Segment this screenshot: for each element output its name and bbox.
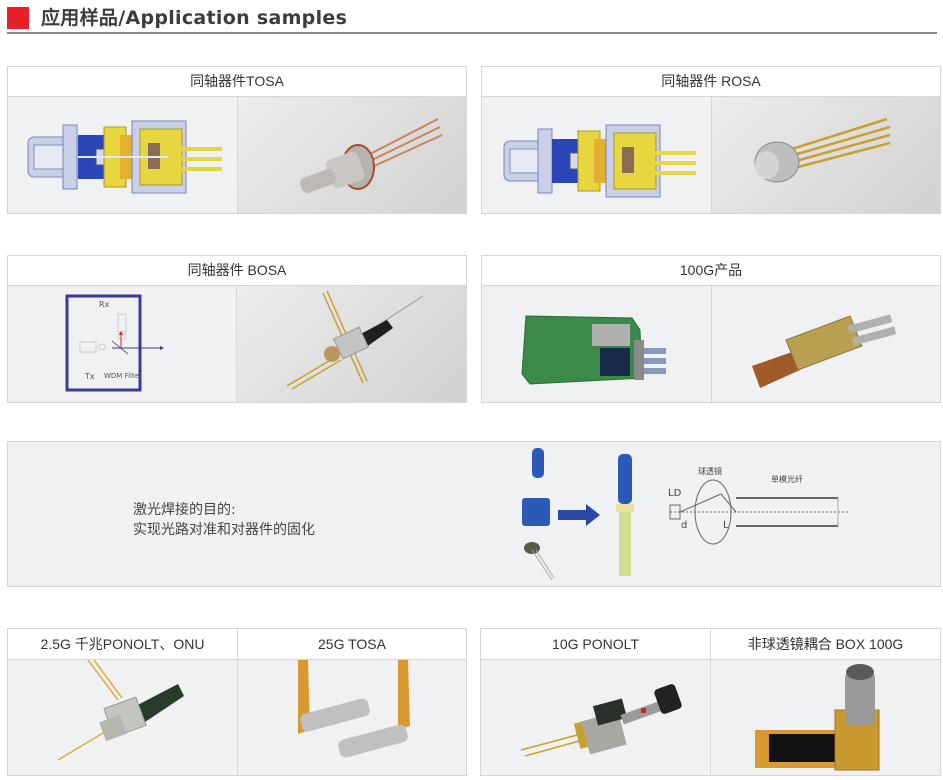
section-header: 应用样品/Application samples xyxy=(7,6,937,34)
single-mode-fiber-label: 单模光纤 xyxy=(771,475,803,484)
card-bottom-right: 10G PONOLT 非球透镜耦合 BOX 100G xyxy=(480,628,941,776)
10g-ponolt-photo xyxy=(481,660,710,775)
card-100g-products: 100G产品 xyxy=(481,255,941,403)
card-coaxial-tosa: 同轴器件TOSA xyxy=(7,66,467,214)
100g-pcb-photo xyxy=(482,286,711,402)
25g-tosa-photo xyxy=(237,660,466,775)
ld-label: LD xyxy=(668,488,682,499)
card-coaxial-bosa: 同轴器件 BOSA Rx Tx WDM Filter xyxy=(7,255,467,403)
tosa-cross-section-diagram xyxy=(8,97,237,213)
card-title: 同轴器件 BOSA xyxy=(8,256,466,286)
card-title: 同轴器件 ROSA xyxy=(482,67,940,97)
distance-l-label: L xyxy=(723,520,729,531)
bosa-wdm-diagram: Rx Tx WDM Filter xyxy=(8,286,236,402)
aspheric-box-100g-photo xyxy=(710,660,940,775)
laser-welding-panel: 激光焊接的目的: 实现光路对准和对器件的固化 球透镜 单模光纤 LD d L xyxy=(7,441,941,587)
wdm-filter-label: WDM Filter xyxy=(104,372,142,380)
card-title-aspheric-box-100g: 非球透镜耦合 BOX 100G xyxy=(710,629,940,660)
card-title: 同轴器件TOSA xyxy=(8,67,466,97)
section-title: 应用样品/Application samples xyxy=(41,7,348,29)
rosa-product-photo xyxy=(711,97,940,213)
rosa-cross-section-diagram xyxy=(482,97,711,213)
2-5g-ponolt-onu-photo xyxy=(8,660,237,775)
card-title-10g-ponolt: 10G PONOLT xyxy=(481,629,710,660)
distance-d-label: d xyxy=(681,520,688,531)
card-title: 100G产品 xyxy=(482,256,940,286)
ball-lens-label: 球透镜 xyxy=(698,467,722,476)
rx-label: Rx xyxy=(99,300,110,309)
tosa-product-photo xyxy=(237,97,466,213)
laser-purpose-heading: 激光焊接的目的: xyxy=(133,502,236,518)
card-coaxial-rosa: 同轴器件 ROSA xyxy=(481,66,941,214)
tx-label: Tx xyxy=(85,372,95,381)
bosa-product-photo xyxy=(236,286,466,402)
laser-welding-assembly-diagram xyxy=(522,448,848,581)
100g-box-module-photo xyxy=(711,286,940,402)
card-title-2-5g-ponolt-onu: 2.5G 千兆PONOLT、ONU xyxy=(8,629,237,660)
card-bottom-left: 2.5G 千兆PONOLT、ONU 25G TOSA xyxy=(7,628,467,776)
red-square-icon xyxy=(7,7,29,29)
laser-welding-description: 激光焊接的目的: 实现光路对准和对器件的固化 xyxy=(133,500,315,540)
card-title-25g-tosa: 25G TOSA xyxy=(237,629,466,660)
laser-purpose-detail: 实现光路对准和对器件的固化 xyxy=(133,522,315,538)
